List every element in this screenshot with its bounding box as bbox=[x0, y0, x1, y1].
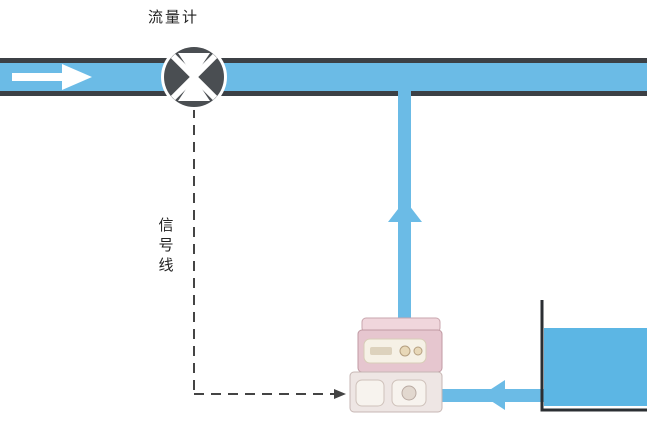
flow-direction-arrow-icon bbox=[12, 64, 92, 90]
signal-line-label-char: 信 bbox=[158, 216, 174, 234]
signal-line-label: 信 号 线 bbox=[157, 215, 175, 275]
dosing-pipe-vertical bbox=[388, 91, 422, 323]
signal-line-label-char: 号 bbox=[158, 236, 174, 254]
metering-pump-icon bbox=[349, 317, 443, 413]
signal-line-label-char: 线 bbox=[158, 256, 174, 274]
feed-pipe-horizontal bbox=[434, 380, 544, 410]
chemical-tank bbox=[540, 300, 647, 412]
flowmeter-icon bbox=[161, 44, 227, 110]
flowmeter-label: 流量计 bbox=[148, 8, 200, 26]
signal-line bbox=[193, 108, 346, 399]
main-pipe bbox=[0, 58, 647, 96]
